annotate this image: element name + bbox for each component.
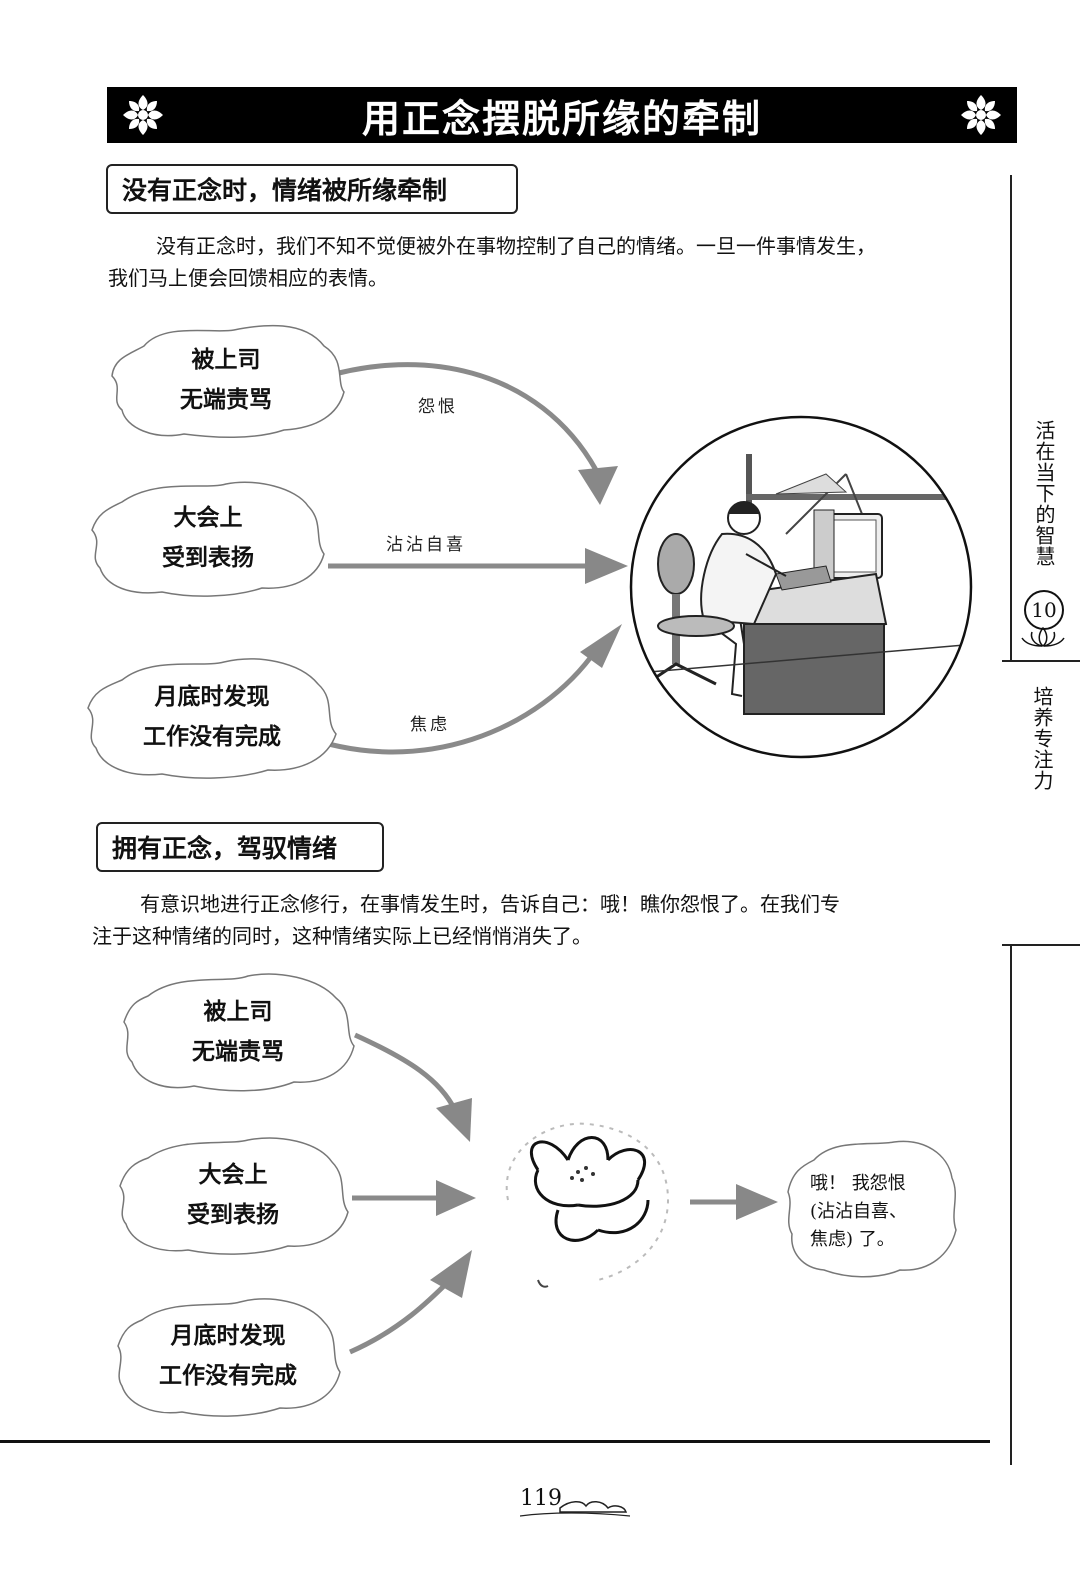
cloud2-scolded: 被上司 无端责骂 bbox=[118, 966, 358, 1098]
arrow2-praised bbox=[352, 1180, 476, 1216]
cloud-line1: 被上司 bbox=[191, 347, 261, 373]
section1-heading: 没有正念时，情绪被所缘牵制 bbox=[106, 164, 518, 214]
chapter-number-badge: 10 bbox=[1024, 590, 1064, 630]
thought-text: 哦！ 我怨恨 (沾沾自喜、 焦虑) 了。 bbox=[810, 1170, 950, 1254]
section2-paragraph-line1: 有意识地进行正念修行，在事情发生时，告诉自己：哦！瞧你怨恨了。在我们专 bbox=[140, 892, 840, 916]
thought-cloud: 哦！ 我怨恨 (沾沾自喜、 焦虑) 了。 bbox=[784, 1134, 960, 1284]
section2-heading: 拥有正念，驾驭情绪 bbox=[96, 822, 384, 872]
cloud-shape bbox=[87, 658, 337, 779]
arrow-smugness bbox=[328, 548, 628, 584]
sidebar-book-title: 活在当下的智慧 bbox=[1032, 420, 1056, 567]
flower-ornament-icon bbox=[123, 95, 163, 135]
section2-heading-text: 拥有正念，驾驭情绪 bbox=[112, 834, 338, 863]
cloud-shape bbox=[119, 1137, 349, 1255]
cloud-line2: 工作没有完成 bbox=[159, 1363, 297, 1389]
arrow-label-anxiety: 焦虑 bbox=[410, 715, 450, 735]
cloud-shape bbox=[91, 481, 325, 597]
section2-paragraph-line2: 注于这种情绪的同时，这种情绪实际上已经悄悄消失了。 bbox=[92, 924, 592, 948]
arrow-label-smugness: 沾沾自喜 bbox=[386, 535, 466, 555]
section1-paragraph: 没有正念时，我们不知不觉便被外在事物控制了自己的情绪。一旦一件事情发生， 我们马… bbox=[108, 230, 988, 294]
bottom-rule bbox=[0, 1440, 990, 1443]
cloud-scolded: 被上司 无端责骂 bbox=[104, 316, 348, 444]
cloud-shape bbox=[111, 324, 345, 439]
cloud-shape bbox=[787, 1140, 957, 1278]
cloud-line1: 月底时发现 bbox=[170, 1323, 286, 1349]
thought-line2: (沾沾自喜、 bbox=[810, 1201, 908, 1222]
cloud-unfinished: 月底时发现 工作没有完成 bbox=[82, 650, 342, 784]
chapter-title: 培养专注力 bbox=[1030, 686, 1054, 791]
arrow-label-resentment: 怨恨 bbox=[418, 397, 458, 417]
chapter-number: 10 bbox=[1031, 598, 1057, 622]
cloud-line2: 受到表扬 bbox=[162, 545, 254, 571]
cloud-line1: 大会上 bbox=[198, 1162, 268, 1188]
cloud-swirl-icon bbox=[520, 1501, 631, 1517]
arrow2-unfinished bbox=[348, 1250, 472, 1355]
section1-heading-text: 没有正念时，情绪被所缘牵制 bbox=[122, 176, 448, 205]
chapter-tab: 培养专注力 bbox=[1002, 660, 1080, 946]
arrow2-scolded bbox=[353, 1032, 472, 1142]
thought-line3: 焦虑) 了。 bbox=[810, 1229, 895, 1250]
cloud-line1: 大会上 bbox=[173, 505, 243, 531]
arrow-resentment bbox=[299, 362, 618, 505]
cloud-line2: 工作没有完成 bbox=[143, 724, 281, 750]
cloud-line1: 被上司 bbox=[203, 999, 273, 1025]
title-bar: 用正念摆脱所缘的牵制 bbox=[107, 87, 1017, 143]
arrow-anxiety bbox=[299, 624, 622, 755]
cloud-shape bbox=[117, 1298, 341, 1417]
flower-ornament-icon bbox=[961, 95, 1001, 135]
arrow2-to-thought bbox=[690, 1184, 778, 1220]
cloud-line2: 无端责骂 bbox=[180, 387, 272, 413]
page-title: 用正念摆脱所缘的牵制 bbox=[361, 96, 762, 141]
section1-paragraph-line1: 没有正念时，我们不知不觉便被外在事物控制了自己的情绪。一旦一件事情发生， bbox=[156, 234, 876, 258]
lotus-mind-illustration bbox=[505, 1122, 670, 1288]
cloud-line1: 月底时发现 bbox=[154, 684, 270, 710]
cloud-praised: 大会上 受到表扬 bbox=[86, 474, 330, 602]
section1-paragraph-line2: 我们马上便会回馈相应的表情。 bbox=[108, 266, 388, 290]
cloud2-praised: 大会上 受到表扬 bbox=[114, 1130, 352, 1260]
section2-paragraph: 有意识地进行正念修行，在事情发生时，告诉自己：哦！瞧你怨恨了。在我们专 注于这种… bbox=[92, 888, 972, 952]
cloud-line2: 受到表扬 bbox=[187, 1202, 279, 1228]
thought-line1: 哦！ 我怨恨 bbox=[810, 1173, 906, 1194]
lotus-icon bbox=[1021, 626, 1065, 647]
cloud2-unfinished: 月底时发现 工作没有完成 bbox=[112, 1290, 344, 1422]
cloud-shape bbox=[123, 973, 355, 1092]
page-number: 119 bbox=[520, 1486, 562, 1511]
cloud-line2: 无端责骂 bbox=[192, 1039, 284, 1065]
office-worker-illustration bbox=[629, 415, 973, 759]
